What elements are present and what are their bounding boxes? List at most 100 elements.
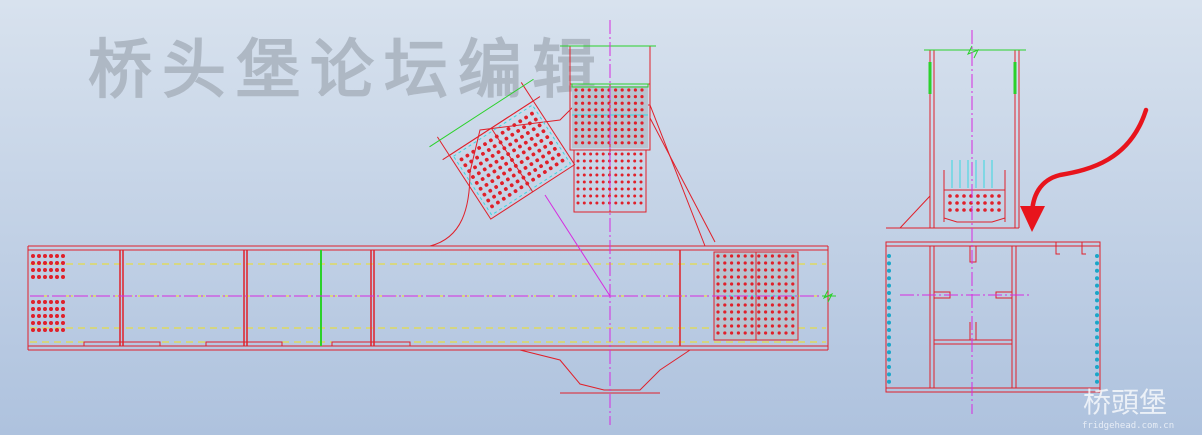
bolt <box>465 153 470 158</box>
bolt <box>1095 342 1099 347</box>
bolt <box>955 194 959 198</box>
bolt <box>594 101 598 105</box>
bolt <box>887 320 891 325</box>
bolt <box>521 150 526 155</box>
bolt <box>512 123 517 127</box>
lower-section-centerlines <box>900 30 1030 414</box>
bolt <box>1095 335 1099 340</box>
bolt <box>589 166 593 170</box>
bolt <box>750 275 754 279</box>
bolt <box>716 296 720 300</box>
bolt <box>523 166 528 170</box>
bolt <box>639 152 643 156</box>
bolt <box>587 95 591 99</box>
bolt <box>535 133 540 137</box>
bolt <box>478 186 483 191</box>
bolt <box>55 321 59 325</box>
bolt <box>594 121 598 125</box>
bolt <box>486 173 491 178</box>
bolt <box>582 152 586 156</box>
bolt <box>764 324 768 328</box>
bolt <box>587 114 591 118</box>
bolt <box>490 204 494 209</box>
bolt <box>770 261 775 265</box>
bolt <box>626 152 630 156</box>
bolt <box>614 141 618 145</box>
bolt <box>777 282 781 286</box>
bolt <box>49 307 53 311</box>
bolt <box>43 314 47 318</box>
bolt <box>976 194 980 198</box>
bolt <box>61 314 65 318</box>
corner-url: fridgehead.com.cn <box>1082 421 1174 431</box>
bolt <box>633 173 637 177</box>
bolt <box>528 121 532 126</box>
bolt <box>640 141 644 145</box>
bolt <box>736 275 741 279</box>
bolt <box>43 261 47 265</box>
bolt <box>716 275 720 279</box>
bolt <box>43 307 47 311</box>
bolt <box>887 372 891 377</box>
bolt <box>640 128 644 132</box>
bolt <box>639 201 643 205</box>
bolt <box>777 289 781 293</box>
bolt <box>467 169 472 174</box>
bolt <box>537 148 542 153</box>
bolt <box>600 134 605 138</box>
bolt <box>43 254 47 258</box>
bolt <box>500 130 505 135</box>
bolt <box>515 154 520 159</box>
bolt <box>633 180 637 184</box>
bolt <box>614 187 618 191</box>
bolt <box>537 173 541 178</box>
bolt <box>576 173 580 177</box>
bolt <box>49 328 53 332</box>
bolt <box>529 136 534 141</box>
bolt <box>576 201 580 205</box>
bolt <box>502 146 507 151</box>
bolt <box>601 201 605 205</box>
bolt <box>633 152 637 156</box>
bolt <box>533 117 538 122</box>
bolt <box>743 275 747 279</box>
bolt <box>770 331 775 335</box>
bolt <box>512 148 516 153</box>
bolt <box>757 317 761 321</box>
bolt <box>640 101 644 105</box>
bolt <box>983 208 987 212</box>
bolt <box>887 298 891 303</box>
bolt <box>608 187 611 191</box>
bolt <box>784 261 788 265</box>
bolt <box>716 289 720 293</box>
bolt <box>750 289 754 293</box>
bolt <box>471 149 476 154</box>
bolt <box>639 187 643 191</box>
bolt <box>620 152 624 156</box>
bolt <box>531 177 536 182</box>
bolt <box>574 95 578 99</box>
bolt <box>607 121 611 125</box>
bolt <box>620 187 624 191</box>
bolt <box>582 187 586 191</box>
bolt <box>791 261 795 265</box>
bolt <box>61 254 65 258</box>
bolt <box>61 321 65 325</box>
bolt <box>601 159 605 163</box>
bolt <box>43 268 47 272</box>
bolt <box>730 282 734 286</box>
bolt <box>529 162 534 167</box>
bolt <box>554 162 559 167</box>
bolt <box>791 275 795 279</box>
bolt <box>791 331 795 335</box>
bolt <box>55 268 59 272</box>
bolt <box>55 275 59 279</box>
bolt <box>743 317 747 321</box>
bolt <box>61 268 65 272</box>
bolt <box>736 261 741 265</box>
bolt <box>730 275 734 279</box>
bolt <box>750 303 754 307</box>
bolt <box>474 180 479 185</box>
bolt <box>750 310 754 314</box>
bolt <box>633 101 638 105</box>
